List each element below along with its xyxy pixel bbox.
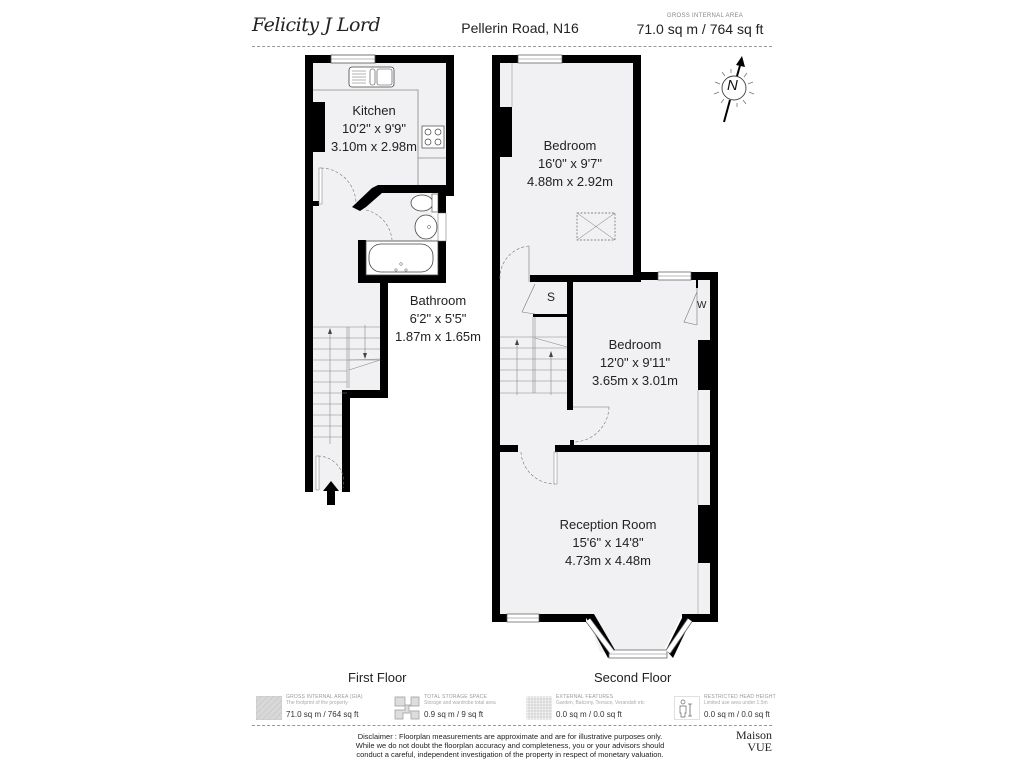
room-imperial: 16'0" x 9'7" (537, 156, 603, 171)
room-imperial: 12'0" x 9'11" (599, 355, 671, 370)
legend-title: TOTAL STORAGE SPACE (424, 694, 487, 700)
room-name: Bedroom (543, 138, 597, 153)
legend-value: 0.0 sq m / 0.0 sq ft (704, 710, 770, 719)
external-grid-icon (526, 696, 552, 720)
room-metric: 3.10m x 2.98m (331, 139, 417, 154)
legend-title: RESTRICTED HEAD HEIGHT (704, 694, 776, 700)
storage-pattern-icon (394, 696, 420, 720)
room-imperial: 10'2" x 9'9" (341, 121, 407, 136)
legend-title: GROSS INTERNAL AREA (GIA) (286, 694, 363, 700)
room-name: Kitchen (352, 103, 396, 118)
maison-vue-logo: Maison VUE (720, 729, 772, 753)
restricted-height-icon (674, 696, 700, 720)
room-imperial: 6'2" x 5'5" (409, 311, 467, 326)
legend-item-restricted: RESTRICTED HEAD HEIGHT Limited use area … (674, 694, 776, 722)
room-imperial: 15'6" x 14'8" (572, 535, 644, 550)
header-divider (252, 46, 772, 47)
legend-item-gia: GROSS INTERNAL AREA (GIA) The footprint … (256, 694, 386, 722)
floor-label-second: Second Floor (594, 670, 672, 685)
room-name: Reception Room (559, 517, 657, 532)
second-floor-plan (492, 54, 718, 659)
legend-title: EXTERNAL FEATURES (556, 694, 614, 700)
legend-value: 0.0 sq m / 0.0 sq ft (556, 710, 622, 719)
compass-icon (713, 56, 755, 123)
legend-value: 0.9 sq m / 9 sq ft (424, 710, 484, 719)
legend-value: 71.0 sq m / 764 sq ft (286, 710, 359, 719)
room-name: Bedroom (608, 337, 662, 352)
room-metric: 4.88m x 2.92m (527, 174, 613, 189)
disclaimer-line-2: While we do not doubt the floorplan accu… (355, 741, 665, 750)
property-address: Pellerin Road, N16 (461, 20, 579, 36)
gross-internal-area-value: 71.0 sq m / 764 sq ft (636, 21, 764, 37)
floor-label-first: First Floor (348, 670, 407, 685)
storage-label: S (547, 290, 556, 304)
legend-item-external: EXTERNAL FEATURES Garden, Balcony, Terra… (526, 694, 666, 722)
room-label-bathroom: Bathroom 6'2" x 5'5" 1.87m x 1.65m (386, 292, 490, 346)
legend-subtitle: The footprint of the property (286, 700, 348, 706)
legend-subtitle: Limited use area under 1.5m (704, 700, 768, 706)
gia-hatch-icon (256, 696, 282, 720)
disclaimer: Disclaimer : Floorplan measurements are … (330, 732, 690, 759)
room-label-reception: Reception Room 15'6" x 14'8" 4.73m x 4.4… (540, 516, 676, 570)
entrance-arrow-icon (323, 481, 339, 505)
legend-subtitle: Storage and wardrobe total area (424, 700, 496, 706)
room-label-bedroom-1: Bedroom 16'0" x 9'7" 4.88m x 2.92m (515, 137, 625, 191)
disclaimer-line-1: Disclaimer : Floorplan measurements are … (357, 732, 663, 741)
room-metric: 3.65m x 3.01m (592, 373, 678, 388)
footer-divider (252, 725, 772, 726)
brand-logo: Felicity J Lord (252, 14, 381, 36)
room-metric: 1.87m x 1.65m (395, 329, 481, 344)
maison-text: Maison (736, 728, 772, 742)
wardrobe-label: W (697, 300, 707, 311)
gross-internal-area-label: GROSS INTERNAL AREA (666, 13, 744, 19)
room-label-kitchen: Kitchen 10'2" x 9'9" 3.10m x 2.98m (322, 102, 426, 156)
room-name: Bathroom (409, 293, 467, 308)
vue-text: VUE (747, 740, 772, 754)
compass-north-label: N (727, 77, 738, 94)
legend-item-storage: TOTAL STORAGE SPACE Storage and wardrobe… (394, 694, 524, 722)
disclaimer-line-3: conduct a careful, independent investiga… (356, 750, 664, 759)
header: Felicity J Lord Pellerin Road, N16 GROSS… (0, 0, 1024, 46)
first-floor-plan (305, 54, 454, 505)
room-metric: 4.73m x 4.48m (565, 553, 651, 568)
legend-subtitle: Garden, Balcony, Terrace, Verandah etc (556, 700, 645, 706)
room-label-bedroom-2: Bedroom 12'0" x 9'11" 3.65m x 3.01m (580, 336, 690, 390)
